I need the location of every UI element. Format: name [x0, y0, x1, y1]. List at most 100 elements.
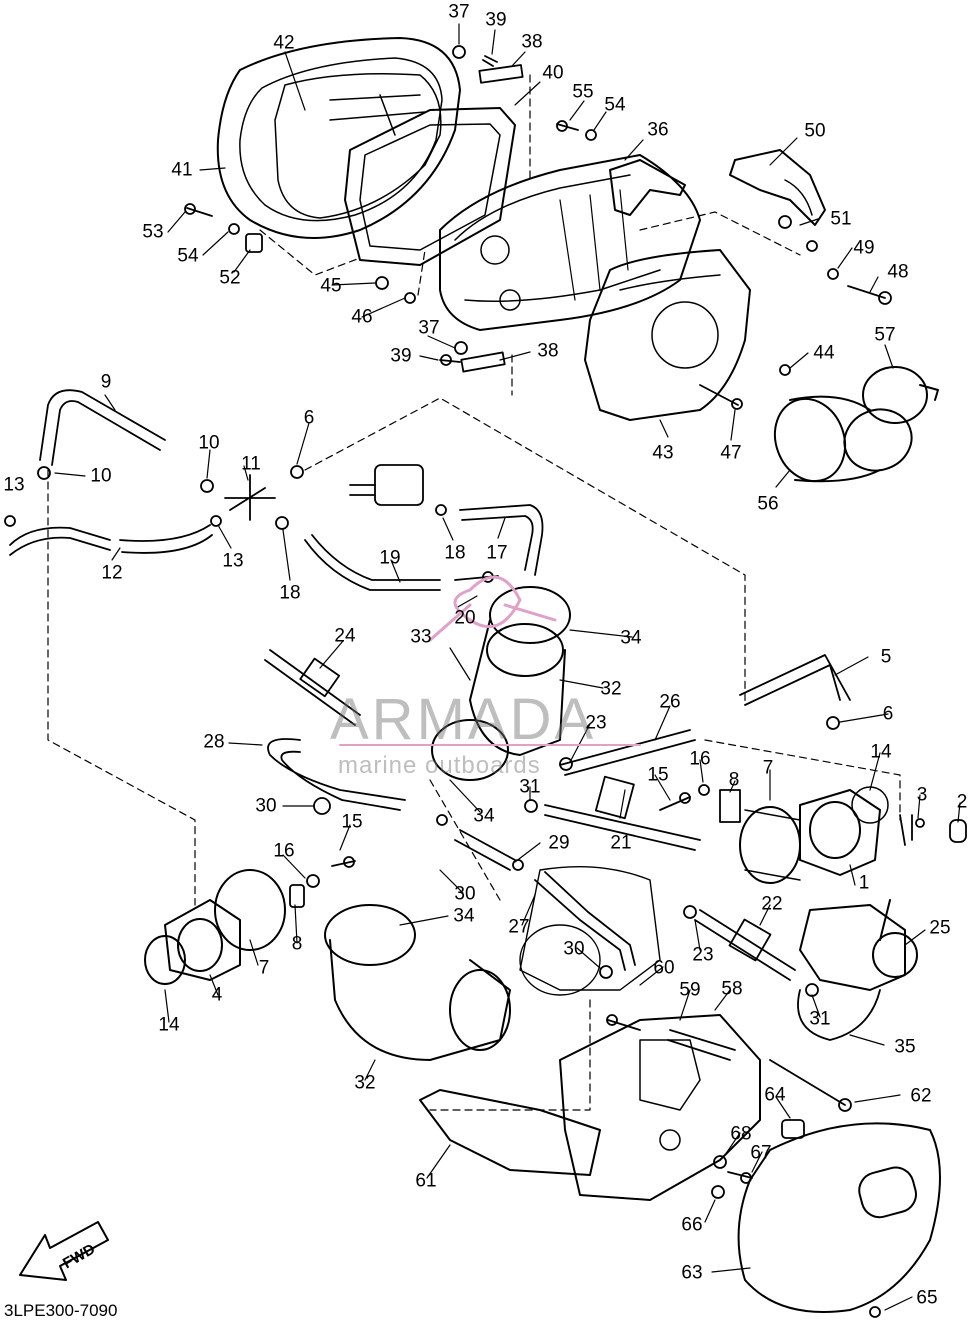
hose-19 [304, 534, 441, 591]
callout-36: 36 [647, 119, 669, 141]
carb-joint-1 [799, 786, 889, 876]
bracket-61 [419, 1089, 601, 1176]
callout-13-left: 13 [3, 474, 25, 496]
fasteners-bottom [606, 1014, 881, 1318]
callout-15-right: 15 [647, 764, 669, 786]
callout-31-low: 31 [809, 1008, 831, 1030]
callout-10-a: 10 [198, 432, 220, 454]
callout-34-mid: 34 [473, 805, 495, 827]
hose-28 [267, 738, 406, 811]
clamp-57 [862, 366, 939, 424]
callout-51: 51 [830, 208, 852, 230]
intake-joint-32-lower [324, 904, 511, 1061]
callout-28: 28 [203, 731, 225, 753]
air-cleaner-case-body [439, 154, 701, 331]
callout-11: 11 [241, 453, 261, 475]
callout-49: 49 [853, 237, 875, 259]
callout-14-right: 14 [870, 741, 892, 763]
callout-18-top: 18 [444, 542, 466, 564]
callout-16-right: 16 [689, 748, 711, 770]
wire-35 [797, 989, 881, 1041]
clamp-7-right [739, 806, 801, 884]
callout-39: 39 [485, 9, 507, 31]
callout-66: 66 [681, 1214, 703, 1236]
callout-22: 22 [761, 893, 783, 915]
callout-30-top: 30 [255, 795, 277, 817]
callout-12: 12 [101, 562, 123, 584]
callout-33: 33 [410, 626, 432, 648]
pipe-29 [454, 829, 516, 871]
plate-58 [559, 1014, 761, 1201]
hose-9 [39, 389, 166, 466]
callout-56: 56 [757, 493, 779, 515]
callout-59: 59 [679, 979, 701, 1001]
air-cleaner-frame-40 [344, 107, 516, 266]
callout-43: 43 [652, 442, 674, 464]
callout-37: 37 [448, 1, 470, 23]
callout-25: 25 [929, 917, 951, 939]
callout-19: 19 [379, 547, 401, 569]
fwd-arrow [19, 1221, 109, 1281]
callout-35: 35 [894, 1036, 916, 1058]
watermark-logo-icon [339, 575, 641, 746]
callout-24: 24 [334, 625, 356, 647]
callout-37-lower: 37 [418, 317, 440, 339]
callout-40: 40 [542, 62, 564, 84]
callout-65: 65 [916, 1287, 938, 1309]
watermark-brand: ARMADA [330, 687, 597, 752]
hose-12 [9, 524, 213, 556]
joint-11 [224, 474, 276, 521]
callout-8-right: 8 [728, 769, 740, 791]
callout-57: 57 [874, 324, 896, 346]
callout-6-right: 6 [882, 703, 894, 725]
callout-64: 64 [764, 1084, 786, 1106]
callout-60: 60 [653, 957, 675, 979]
callout-27: 27 [508, 916, 530, 938]
callout-58: 58 [721, 978, 743, 1000]
callout-39-lower: 39 [390, 345, 412, 367]
callout-44: 44 [813, 342, 835, 364]
callout-55: 55 [572, 81, 594, 103]
leader-lines [54, 23, 961, 1311]
callout-32-low: 32 [354, 1072, 376, 1094]
callout-63: 63 [681, 1262, 703, 1284]
callout-32-top: 32 [600, 678, 622, 700]
side-cover-63 [737, 1122, 941, 1313]
callout-14-left: 14 [158, 1014, 180, 1036]
hose-24 [264, 649, 361, 726]
callout-68: 68 [730, 1123, 752, 1145]
callout-18-left: 18 [279, 582, 301, 604]
callout-7-right: 7 [762, 757, 774, 779]
callout-38: 38 [521, 31, 543, 53]
callout-38-lower: 38 [537, 340, 559, 362]
intake-joint-32-upper [431, 586, 571, 781]
callout-2: 2 [956, 791, 968, 813]
watermark-tagline: marine outboards [338, 752, 541, 779]
carb-joint-4 [164, 899, 241, 981]
callout-42: 42 [273, 32, 295, 54]
air-cleaner-cover-41 [216, 37, 461, 239]
callout-61: 61 [415, 1170, 437, 1192]
callout-48: 48 [887, 261, 909, 283]
callout-34-top: 34 [620, 627, 642, 649]
callout-29: 29 [548, 832, 570, 854]
hose-27 [534, 871, 636, 971]
callout-20: 20 [454, 607, 476, 629]
hose-26 [559, 729, 696, 776]
intake-joint-56 [773, 395, 913, 483]
callout-47: 47 [720, 442, 742, 464]
callout-31-top: 31 [519, 776, 541, 798]
filter-part [349, 464, 424, 506]
callout-54-left: 54 [177, 245, 199, 267]
callout-1: 1 [858, 872, 870, 894]
callout-30-low: 30 [563, 938, 585, 960]
callout-4: 4 [211, 984, 223, 1006]
callout-23-top: 23 [585, 712, 607, 734]
dashed-connectors [47, 74, 901, 1111]
callout-16-left: 16 [273, 840, 295, 862]
callout-13-mid: 13 [222, 550, 244, 572]
o-ring-14-left [144, 935, 186, 985]
callout-67: 67 [750, 1142, 772, 1164]
